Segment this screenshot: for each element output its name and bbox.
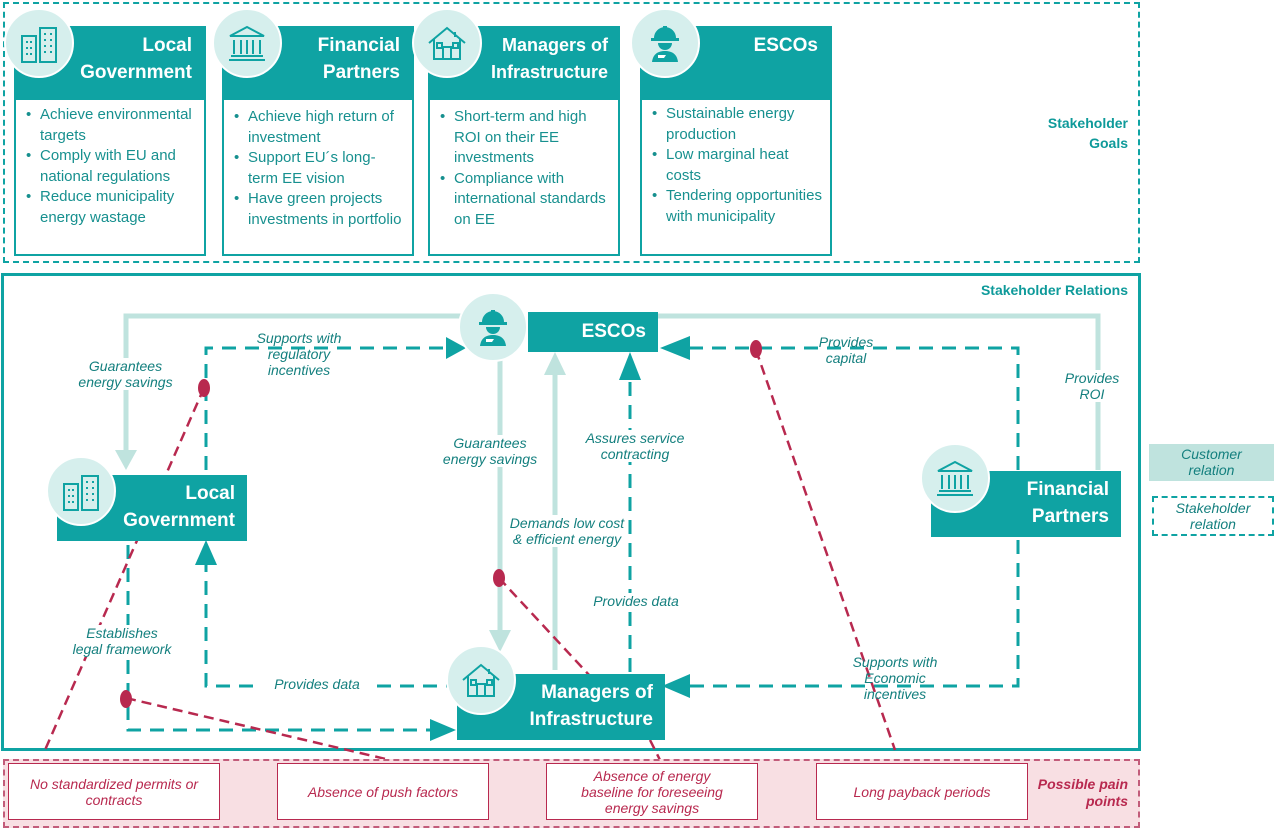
bank-icon — [920, 443, 990, 513]
relation-label-guarantees-mi: Guarantees energy savings — [440, 435, 540, 467]
goal-bullet: Comply with EU and national regulations — [26, 146, 196, 187]
house-icon — [446, 645, 516, 715]
stakeholder-arrowheads — [195, 336, 690, 741]
customer-line-fp-to-escos — [658, 313, 1101, 470]
stakeholder-line-fp-to-mi — [690, 540, 1020, 688]
stakeholder-relations-label: Stakeholder Relations — [980, 282, 1128, 298]
stakeholder-goals-frame — [3, 2, 1140, 263]
house-icon — [412, 8, 482, 78]
worker-helmet-icon — [630, 8, 700, 78]
customer-line-escos-to-lg — [123, 313, 500, 455]
node-escos: ESCOs — [528, 312, 658, 352]
worker-helmet-icon — [458, 292, 528, 362]
city-buildings-icon — [46, 456, 116, 526]
stakeholder-line-lg-to-mi — [126, 545, 430, 732]
relation-label-supports-regulatory: Supports with regulatory incentives — [256, 330, 342, 378]
stakeholder-relations-frame — [1, 273, 1141, 751]
relation-label-provides-roi: Provides ROI — [1058, 370, 1126, 402]
pain-points-label: Possible pain points — [1037, 776, 1128, 809]
goal-bullet: Tendering opportunities with municipalit… — [652, 186, 822, 227]
bank-icon — [212, 8, 282, 78]
pain-point-box: No standardized permits or contracts — [8, 763, 220, 820]
pain-point-connectors — [43, 349, 897, 762]
goal-bullet: Support EU´s long-term EE vision — [234, 148, 404, 189]
goal-bullet: Achieve environmental targets — [26, 105, 196, 146]
goal-bullet: Short-term and high ROI on their EE inve… — [440, 107, 610, 169]
customer-arrow-up-escos — [544, 352, 566, 375]
stakeholder-line-lg-to-escos — [204, 346, 455, 470]
stakeholder-line-fp-to-escos — [690, 346, 1020, 470]
goal-card-bullets: Sustainable energy production Low margin… — [648, 104, 822, 228]
goal-bullet: Reduce municipality energy wastage — [26, 187, 196, 228]
relation-label-demands-low-cost: Demands low cost & efficient energy — [508, 515, 626, 547]
goal-card-bullets: Achieve high return of investment Suppor… — [230, 107, 404, 231]
goal-card-bullets: Achieve environmental targets Comply wit… — [22, 105, 196, 229]
goal-card-title: Local Government — [16, 28, 204, 100]
pain-point-box: Long payback periods — [816, 763, 1028, 820]
goal-card-bullets: Short-term and high ROI on their EE inve… — [436, 107, 610, 231]
relation-label-establishes-legal: Establishes legal framework — [72, 625, 172, 657]
relation-label-provides-data-left: Provides data — [262, 676, 372, 692]
relation-label-guarantees-lg: Guarantees energy savings — [78, 358, 173, 390]
pain-point-box: Absence of energy baseline for foreseein… — [546, 763, 758, 820]
goal-bullet: Achieve high return of investment — [234, 107, 404, 148]
city-buildings-icon — [4, 8, 74, 78]
goal-bullet: Have green projects investments in portf… — [234, 189, 404, 230]
goal-bullet: Sustainable energy production — [652, 104, 822, 145]
relation-label-provides-data-right: Provides data — [584, 593, 688, 609]
pain-point-markers — [120, 340, 762, 708]
legend-customer-relation: Customer relation — [1149, 444, 1274, 481]
pain-point-box: Absence of push factors — [277, 763, 489, 820]
relation-label-supports-economic: Supports with Economic incentives — [852, 654, 938, 702]
stakeholder-line-mi-to-lg — [204, 565, 460, 688]
stakeholder-goals-label: Stakeholder Goals — [1047, 115, 1128, 151]
goal-bullet: Low marginal heat costs — [652, 145, 822, 186]
customer-arrow-down-lg — [115, 450, 137, 470]
customer-arrow-down-mi — [489, 630, 511, 652]
relation-label-assures-service: Assures service contracting — [575, 430, 695, 462]
legend-stakeholder-relation: Stakeholder relation — [1152, 496, 1274, 536]
stakeholder-relation-lines — [126, 346, 1020, 732]
goal-bullet: Compliance with international standards … — [440, 169, 610, 231]
goal-card-local-government: Local Government Achieve environmental t… — [14, 26, 206, 256]
relation-label-provides-capital: Provides capital — [818, 334, 874, 366]
